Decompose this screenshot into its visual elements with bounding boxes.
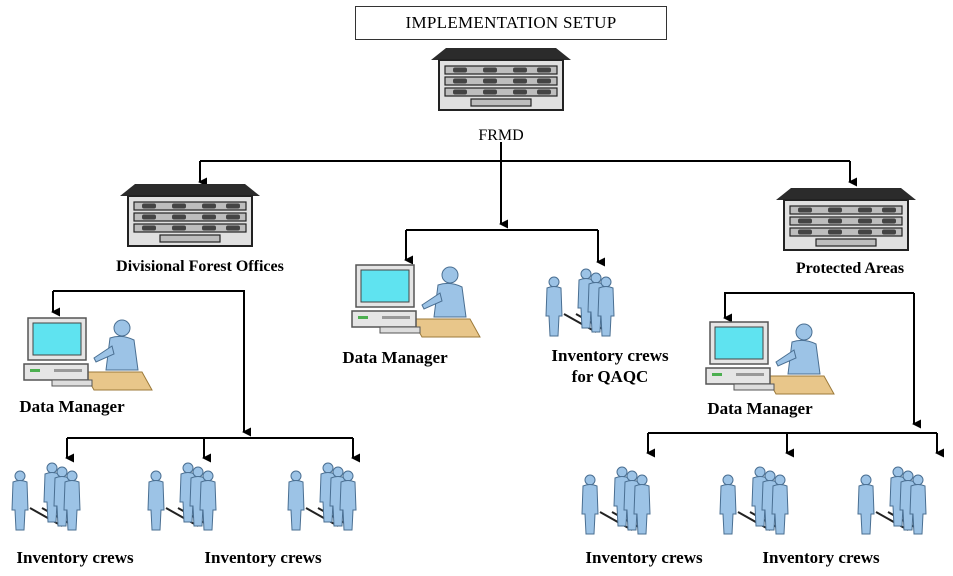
- crew-left-2-icon: [148, 463, 216, 530]
- label-data-manager-center: Data Manager: [342, 348, 448, 367]
- data-manager-center-workstation-icon: [351, 264, 481, 338]
- frmd-building-icon: [430, 47, 572, 111]
- crew-right-1-icon: [582, 467, 650, 534]
- label-inventory-crews-right-1: Inventory crews: [585, 548, 703, 567]
- label-data-manager-right: Data Manager: [707, 399, 813, 418]
- diagram-title: IMPLEMENTATION SETUP: [355, 6, 667, 40]
- qaqc-crew-icon: [546, 269, 614, 336]
- protected-areas-building-icon: [775, 187, 917, 251]
- data-manager-left-workstation-icon: [23, 317, 153, 391]
- connector-dfo-branch: [53, 290, 251, 437]
- divisional-building-icon: [119, 183, 261, 247]
- crew-right-2-icon: [720, 467, 788, 534]
- label-divisional-forest-offices: Divisional Forest Offices: [116, 258, 284, 275]
- label-frmd: FRMD: [478, 127, 524, 144]
- crew-left-3-icon: [288, 463, 356, 530]
- label-protected-areas: Protected Areas: [795, 260, 905, 277]
- label-inventory-crews-left-1: Inventory crews: [16, 548, 134, 567]
- connectors: [51, 142, 944, 463]
- label-inventory-crews-left-2: Inventory crews: [204, 548, 322, 567]
- label-inventory-crews-right-2: Inventory crews: [762, 548, 880, 567]
- label-inventory-crews-qaqc-line1: Inventory crews: [551, 346, 669, 365]
- crew-right-3-icon: [858, 467, 926, 534]
- data-manager-right-workstation-icon: [705, 321, 835, 395]
- crew-left-1-icon: [12, 463, 80, 530]
- connector-pa-branch: [723, 292, 914, 323]
- label-data-manager-left: Data Manager: [19, 397, 125, 416]
- label-inventory-crews-qaqc-line2: for QAQC: [571, 367, 649, 386]
